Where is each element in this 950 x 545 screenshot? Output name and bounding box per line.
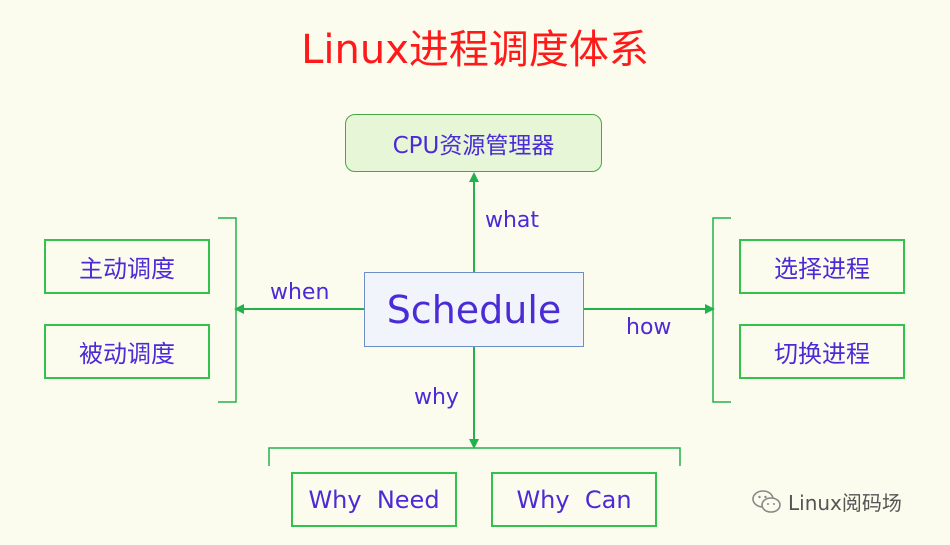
diagram-title: Linux进程调度体系 (301, 27, 649, 73)
schedule-box: Schedule (364, 272, 584, 347)
label-when: when (270, 280, 330, 305)
watermark: Linux阅码场 (752, 487, 902, 516)
why-need-box: Why Need (291, 472, 457, 527)
bottom-bracket (268, 447, 681, 466)
active-schedule-box: 主动调度 (44, 239, 210, 294)
right-bracket (712, 217, 731, 403)
label-why: why (414, 385, 459, 410)
cpu-resource-box: CPU资源管理器 (345, 114, 602, 172)
label-how: how (626, 315, 672, 340)
wechat-icon (752, 489, 781, 513)
why-can-box: Why Can (491, 472, 657, 527)
left-bracket (218, 217, 237, 403)
passive-schedule-box: 被动调度 (44, 324, 210, 379)
label-what: what (485, 208, 540, 233)
switch-process-box: 切换进程 (739, 324, 905, 379)
select-process-box: 选择进程 (739, 239, 905, 294)
watermark-text: Linux阅码场 (788, 491, 902, 515)
